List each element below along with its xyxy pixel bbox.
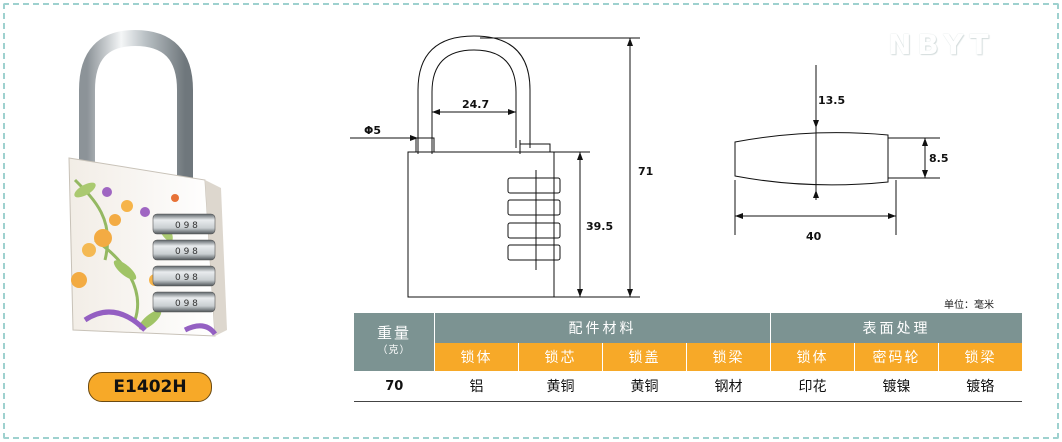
value-finish-body: 印花 [770, 371, 855, 402]
dashed-frame [3, 3, 1059, 439]
shackle [79, 30, 193, 190]
svg-text:0 9 8: 0 9 8 [175, 273, 198, 283]
model-badge: E1402H [88, 372, 212, 402]
svg-text:0 9 8: 0 9 8 [175, 247, 198, 257]
combination-dials: 0 9 8 0 9 8 0 9 8 0 9 8 [152, 213, 216, 313]
spec-table: 重量 （克） 配件材料 表面处理 锁体 锁芯 锁盖 锁梁 锁体 密码轮 锁梁 7… [354, 313, 1022, 402]
col-material-core: 锁芯 [518, 343, 603, 371]
svg-text:0 9 8: 0 9 8 [175, 221, 198, 231]
dim-diameter: Φ5 [364, 124, 381, 137]
weight-unit: （克） [377, 345, 411, 356]
col-finish-dial: 密码轮 [854, 343, 939, 371]
col-material-cover: 锁盖 [602, 343, 687, 371]
brand-watermark: NBYT [888, 28, 995, 61]
weight-header-cell: 重量 （克） [354, 313, 435, 371]
svg-text:0 9 8: 0 9 8 [175, 299, 198, 309]
col-finish-shackle: 锁梁 [938, 343, 1022, 371]
weight-header: 重量 [376, 324, 411, 342]
dim-side-thickness: 8.5 [929, 152, 949, 165]
drawing-body [407, 151, 555, 298]
padlock-photo: 0 9 8 0 9 8 0 9 8 0 9 8 [68, 30, 227, 337]
value-material-core: 黄铜 [518, 371, 603, 402]
group-finish: 表面处理 [770, 313, 1022, 343]
technical-drawing: Φ5 24.7 71 39.5 13.5 8.5 40 [350, 35, 949, 298]
value-finish-dial: 镀镍 [854, 371, 939, 402]
value-material-body: 铝 [434, 371, 519, 402]
col-finish-body: 锁体 [770, 343, 855, 371]
drawing-profile [734, 132, 889, 186]
value-finish-shackle: 镀铬 [938, 371, 1022, 402]
unit-label: 单位：毫米 [944, 300, 994, 311]
value-weight: 70 [354, 371, 435, 402]
group-materials: 配件材料 [434, 313, 771, 343]
col-material-body: 锁体 [434, 343, 519, 371]
dim-shackle-width: 24.7 [462, 98, 489, 111]
dim-total-height: 71 [638, 165, 653, 178]
dim-body-width: 40 [806, 230, 822, 243]
value-material-shackle: 钢材 [686, 371, 771, 402]
col-material-shackle: 锁梁 [686, 343, 771, 371]
value-material-cover: 黄铜 [602, 371, 687, 402]
drawing-shackle [417, 35, 531, 154]
dim-top-thickness: 13.5 [818, 94, 845, 107]
dim-body-height: 39.5 [586, 220, 613, 233]
